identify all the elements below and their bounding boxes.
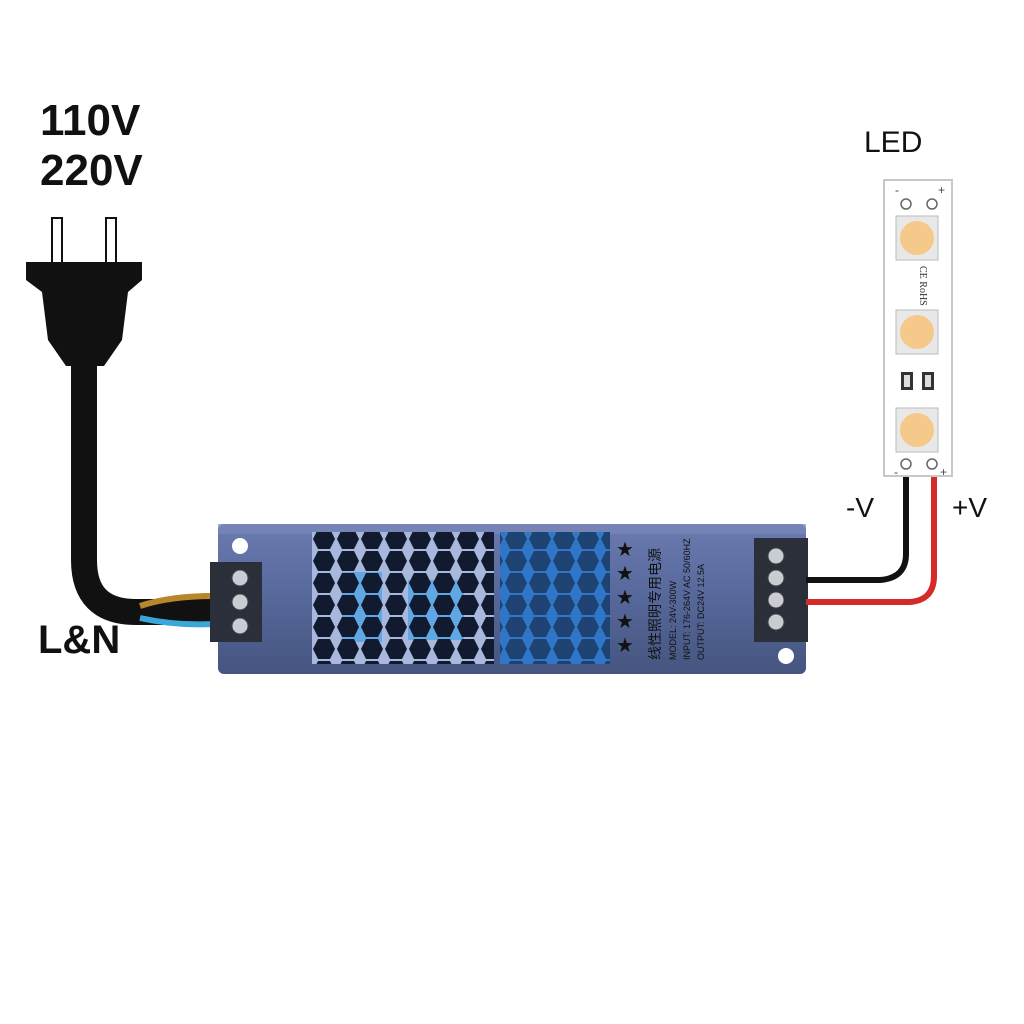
input-terminal-block (210, 562, 262, 642)
psu-output-spec: OUTPUT: DC24V 12.5A (696, 564, 706, 660)
power-plug-icon (26, 217, 212, 625)
led-chip (895, 215, 939, 261)
led-chip (895, 407, 939, 453)
voltage-220: 220V (40, 146, 143, 195)
power-supply-unit: ★★★★★ 线性照明专用电源 MODEL: 24V-300W INPUT: 17… (210, 524, 808, 674)
plug-prong-left (51, 217, 63, 267)
svg-text:★: ★ (616, 633, 634, 657)
vent-grille-left (312, 532, 494, 664)
strip-minus-mark: - (895, 183, 899, 197)
live-neutral-label: L&N (38, 618, 121, 662)
mount-hole (778, 648, 794, 664)
plug-body (26, 262, 142, 366)
voltage-110: 110V (40, 96, 141, 145)
led-strip: - + CE RoHS - + (883, 179, 953, 479)
plug-prong-right (105, 217, 117, 267)
mains-cable (71, 366, 212, 625)
vent-grille-right (500, 532, 610, 664)
led-label: LED (864, 126, 923, 159)
psu-input-spec: INPUT: 176-264V AC 50/60HZ (682, 538, 692, 660)
positive-wire (806, 470, 937, 605)
rating-stars: ★★★★★ (616, 537, 634, 657)
psu-label: 线性照明专用电源 MODEL: 24V-300W INPUT: 176-264V… (648, 538, 706, 660)
led-chip (895, 309, 939, 355)
strip-marking: CE RoHS (917, 266, 928, 306)
positive-voltage-label: +V (952, 492, 988, 523)
output-terminal-block (754, 538, 808, 642)
live-wire (139, 593, 215, 609)
svg-text:★: ★ (616, 585, 634, 609)
psu-model: MODEL: 24V-300W (668, 580, 678, 660)
strip-pad-negative (900, 458, 912, 470)
mount-hole (232, 538, 248, 554)
negative-voltage-label: -V (846, 492, 874, 523)
input-voltage-label: 110V 220V (40, 96, 143, 196)
svg-text:★: ★ (616, 537, 634, 561)
resistor-icon (901, 372, 934, 390)
svg-text:-: - (894, 465, 898, 479)
svg-text:+: + (940, 465, 947, 479)
negative-wire (806, 470, 909, 583)
strip-pad-positive (926, 458, 938, 470)
strip-plus-mark: + (938, 183, 945, 197)
svg-text:★: ★ (616, 561, 634, 585)
psu-title: 线性照明专用电源 (648, 548, 664, 660)
svg-text:★: ★ (616, 609, 634, 633)
neutral-wire (139, 615, 215, 628)
